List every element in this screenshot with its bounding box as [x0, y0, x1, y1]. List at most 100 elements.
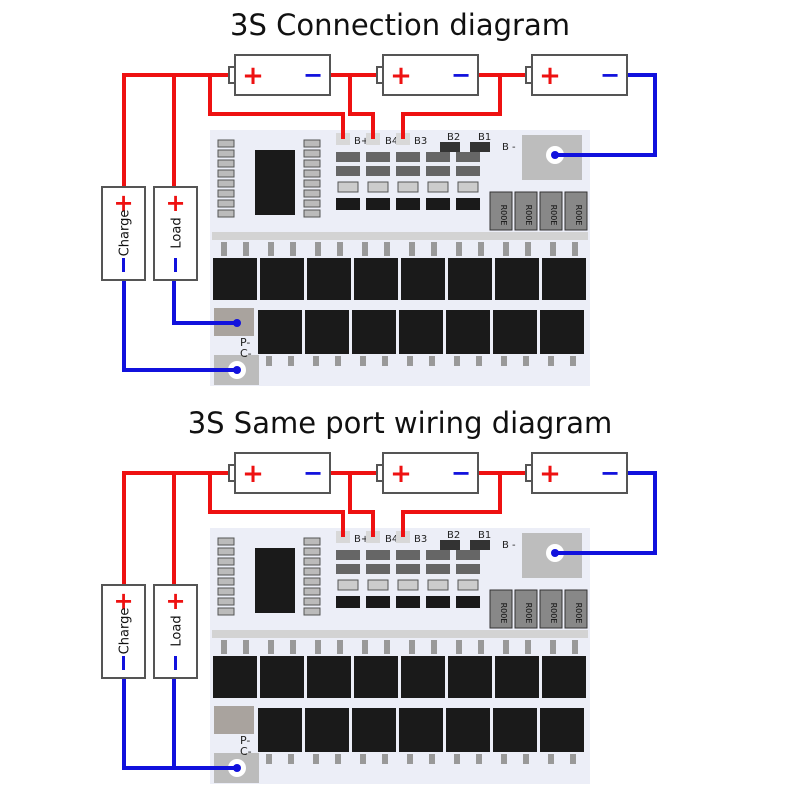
label-bplus: B+: [354, 534, 369, 545]
mosfet-pin: [572, 640, 578, 654]
smd-component: [217, 169, 235, 178]
mosfet-pin: [478, 242, 484, 256]
mosfet-pin: [476, 754, 482, 764]
sot-transistor: [396, 198, 420, 210]
mosfet: [307, 656, 351, 698]
label-cminus: C-: [240, 347, 252, 360]
battery-body: [234, 452, 331, 494]
sot-transistor: [396, 596, 420, 608]
smd-component: [303, 159, 321, 168]
mosfet-pin: [313, 356, 319, 366]
mosfet: [260, 656, 304, 698]
load-terminal-label: Load: [170, 217, 185, 248]
cminus-connection-dot: [233, 764, 241, 772]
battery-body: [531, 54, 628, 96]
wire-pack-positive-charge: [122, 73, 232, 187]
mosfet-pin: [503, 640, 509, 654]
smd-component: [217, 149, 235, 158]
smd-component: [217, 139, 235, 148]
mosfet-pin: [337, 640, 343, 654]
smd-resistor: [366, 564, 390, 574]
mosfet-pin: [362, 640, 368, 654]
sot-transistor: [366, 596, 390, 608]
bminus-connection-dot: [551, 549, 559, 557]
smd-component: [303, 587, 321, 596]
charger-terminal-label: Charge: [118, 608, 133, 655]
smd-component: [217, 179, 235, 188]
mosfet-pin: [268, 242, 274, 256]
mosfet: [352, 310, 396, 354]
mosfet: [307, 258, 351, 300]
mosfet-pin: [429, 754, 435, 764]
smd-resistor: [426, 152, 450, 162]
mosfet: [446, 708, 490, 752]
resistor-label: R00E: [524, 603, 533, 624]
smd-component: [457, 579, 479, 591]
mosfet: [305, 310, 349, 354]
pminus-pad: [214, 706, 254, 734]
battery-cell-3: +−: [525, 452, 628, 494]
battery-minus: −: [303, 459, 323, 487]
label-bminus: B -: [502, 540, 516, 551]
mosfet: [495, 258, 539, 300]
charger-terminal-label: Charge: [118, 210, 133, 257]
smd-resistor: [456, 152, 480, 162]
smd-component: [217, 587, 235, 596]
sense-resistor: [564, 191, 588, 231]
label-pminus: P-: [240, 336, 250, 349]
mosfet-pin: [456, 242, 462, 256]
battery-minus: −: [303, 61, 323, 89]
mosfet: [354, 656, 398, 698]
mosfet-pin: [384, 640, 390, 654]
mosfet: [258, 310, 302, 354]
label-pminus: P-: [240, 734, 250, 747]
sense-resistor: [489, 589, 513, 629]
label-b3: B3: [414, 534, 427, 545]
sense-resistor: [539, 191, 563, 231]
smd-component: [217, 199, 235, 208]
sot-transistor: [336, 198, 360, 210]
load-terminal-plus: +: [165, 587, 185, 615]
mosfet-pin: [503, 242, 509, 256]
mosfet-pin: [362, 242, 368, 256]
mosfet-pin: [290, 640, 296, 654]
ic-chip: [255, 150, 295, 215]
smd-component: [303, 537, 321, 546]
battery-minus: −: [451, 459, 471, 487]
smd-component: [303, 547, 321, 556]
load-terminal-label: Load: [170, 615, 185, 646]
mosfet: [305, 708, 349, 752]
resistor-label: R00E: [549, 603, 558, 624]
sot-transistor: [366, 198, 390, 210]
smd-component: [303, 567, 321, 576]
ic-chip: [255, 548, 295, 613]
resistor-label: R00E: [499, 205, 508, 226]
charger-terminal-plus: +: [113, 189, 133, 217]
mosfet-pin: [382, 356, 388, 366]
smd-component: [303, 577, 321, 586]
mosfet-pin: [454, 356, 460, 366]
smd-resistor: [396, 564, 420, 574]
mosfet-pin: [550, 640, 556, 654]
battery-plus: +: [390, 61, 412, 91]
wire-bminus: [555, 471, 657, 555]
battery-plus: +: [539, 459, 561, 489]
battery-cell-3: +−: [525, 54, 628, 96]
smd-component: [303, 179, 321, 188]
smd-resistor: [456, 166, 480, 176]
smd-component: [217, 577, 235, 586]
sense-resistor: [489, 191, 513, 231]
mosfet: [540, 310, 584, 354]
battery-body: [531, 452, 628, 494]
mosfet-pin: [525, 640, 531, 654]
pminus-connection-dot: [233, 319, 241, 327]
battery-cell-2: +−: [376, 452, 479, 494]
smd-resistor: [366, 550, 390, 560]
smd-resistor: [396, 152, 420, 162]
label-b4: B4: [385, 136, 398, 147]
battery-plus: +: [242, 61, 264, 91]
mosfet-pin: [572, 242, 578, 256]
mosfet: [542, 656, 586, 698]
smd-component: [303, 149, 321, 158]
